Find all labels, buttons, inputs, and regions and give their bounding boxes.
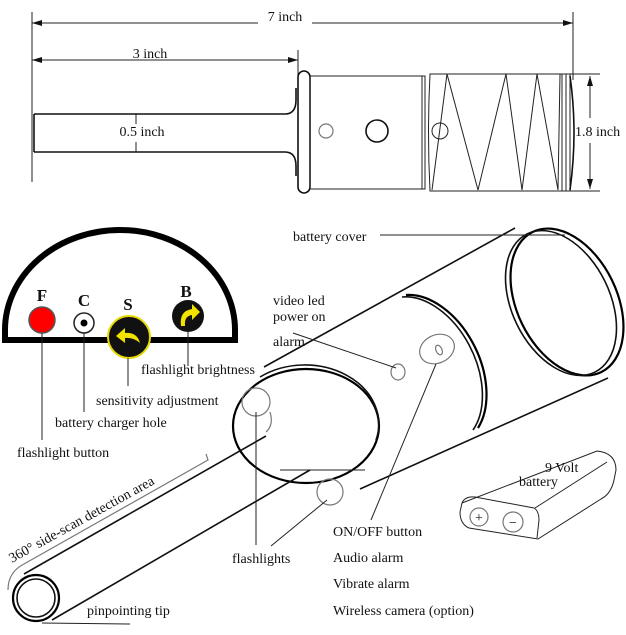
probe-rod-side-view: 0.5 inch bbox=[33, 88, 297, 176]
arrow-left-icon bbox=[116, 328, 140, 343]
video-led-label-line2: power on bbox=[273, 310, 326, 325]
probe-length-dimension: 3 inch bbox=[32, 47, 298, 63]
feature-wireless-camera: Wireless camera (option) bbox=[333, 604, 474, 619]
spiral-grip-side-view bbox=[428, 73, 575, 192]
pinpointing-tip-label: pinpointing tip bbox=[87, 604, 170, 619]
feature-audio-alarm: Audio alarm bbox=[333, 551, 403, 566]
dimension-drawing: 7 inch 3 inch 0.5 inch bbox=[31, 10, 620, 194]
total-length-label: 7 inch bbox=[268, 10, 303, 25]
minus-icon: − bbox=[509, 516, 517, 531]
body-bottom-edge bbox=[359, 377, 609, 490]
detection-area-bracket bbox=[7, 453, 209, 591]
side-hole-small bbox=[318, 123, 334, 139]
battery-charger-hole-label: battery charger hole bbox=[55, 416, 167, 431]
battery-minus-terminal bbox=[502, 511, 524, 533]
arrow-right-icon bbox=[180, 304, 200, 326]
detector-3d-view bbox=[7, 227, 625, 625]
front-face bbox=[231, 367, 381, 485]
feature-vibrate-alarm: Vibrate alarm bbox=[333, 577, 410, 592]
feature-on-off-button: ON/OFF button bbox=[333, 525, 422, 540]
video-led-label-line1: video led bbox=[273, 294, 325, 309]
probe-diameter-label: 0.5 inch bbox=[119, 125, 164, 140]
on-off-leader bbox=[370, 363, 437, 521]
flashlight-brightness-button[interactable]: B bbox=[172, 282, 204, 332]
battery-cover-label: battery cover bbox=[293, 230, 367, 245]
plus-icon: + bbox=[475, 511, 483, 526]
end-cap bbox=[569, 75, 575, 191]
charger-hole-dot-icon bbox=[80, 319, 88, 327]
detection-area-label: 360° side-scan detection area bbox=[7, 474, 158, 567]
flashlight-button-circle[interactable] bbox=[28, 306, 56, 334]
side-hole-large bbox=[365, 119, 389, 143]
pinpointing-tip-outer bbox=[11, 573, 61, 623]
flashlight-button[interactable]: F bbox=[28, 286, 56, 334]
flashlight-lower bbox=[316, 478, 344, 506]
probe-length-label: 3 inch bbox=[133, 47, 168, 62]
flashlight-brightness-label: flashlight brightness bbox=[141, 363, 255, 378]
middle-body-side-view bbox=[309, 75, 426, 190]
flashlight-upper bbox=[241, 387, 271, 417]
video-led-indicator bbox=[390, 363, 406, 381]
flange bbox=[297, 70, 311, 194]
probe-top-edge bbox=[23, 435, 267, 575]
side-hole-grip bbox=[431, 122, 449, 140]
flashlight-button-label: flashlight button bbox=[17, 446, 109, 461]
brightness-letter: B bbox=[180, 282, 191, 301]
battery-charger-hole[interactable]: C bbox=[73, 291, 95, 334]
body-diameter-dimension: 1.8 inch bbox=[570, 73, 620, 192]
flashlights-label: flashlights bbox=[232, 552, 290, 567]
control-panel: F C S B flashlight brightness sensitivit… bbox=[2, 227, 255, 461]
sensitivity-adjustment-label: sensitivity adjustment bbox=[96, 394, 219, 409]
alarm-leader bbox=[292, 332, 397, 369]
on-off-button[interactable] bbox=[415, 329, 459, 370]
sensitivity-letter: S bbox=[123, 295, 132, 314]
probe-bottom-edge bbox=[51, 469, 311, 621]
body-diameter-label: 1.8 inch bbox=[575, 125, 620, 140]
body-top-edge bbox=[263, 227, 516, 368]
battery-label-line2: battery bbox=[519, 475, 558, 490]
sensitivity-adjustment-button[interactable]: S bbox=[107, 295, 151, 359]
alarm-label: alarm bbox=[273, 335, 305, 350]
nine-volt-battery: + − 9 Volt battery bbox=[459, 450, 617, 540]
charger-hole-letter: C bbox=[78, 291, 90, 310]
flashlight-button-letter: F bbox=[37, 286, 47, 305]
flashlight-leader-2 bbox=[270, 499, 328, 547]
pinpointing-tip-leader bbox=[41, 622, 131, 625]
battery-plus-terminal bbox=[469, 507, 489, 527]
middle-ring bbox=[405, 293, 488, 429]
pinpointing-tip-inner bbox=[16, 578, 56, 618]
battery-label-line1: 9 Volt bbox=[545, 461, 578, 476]
control-panel-housing bbox=[2, 227, 238, 343]
total-length-dimension: 7 inch bbox=[32, 10, 573, 26]
